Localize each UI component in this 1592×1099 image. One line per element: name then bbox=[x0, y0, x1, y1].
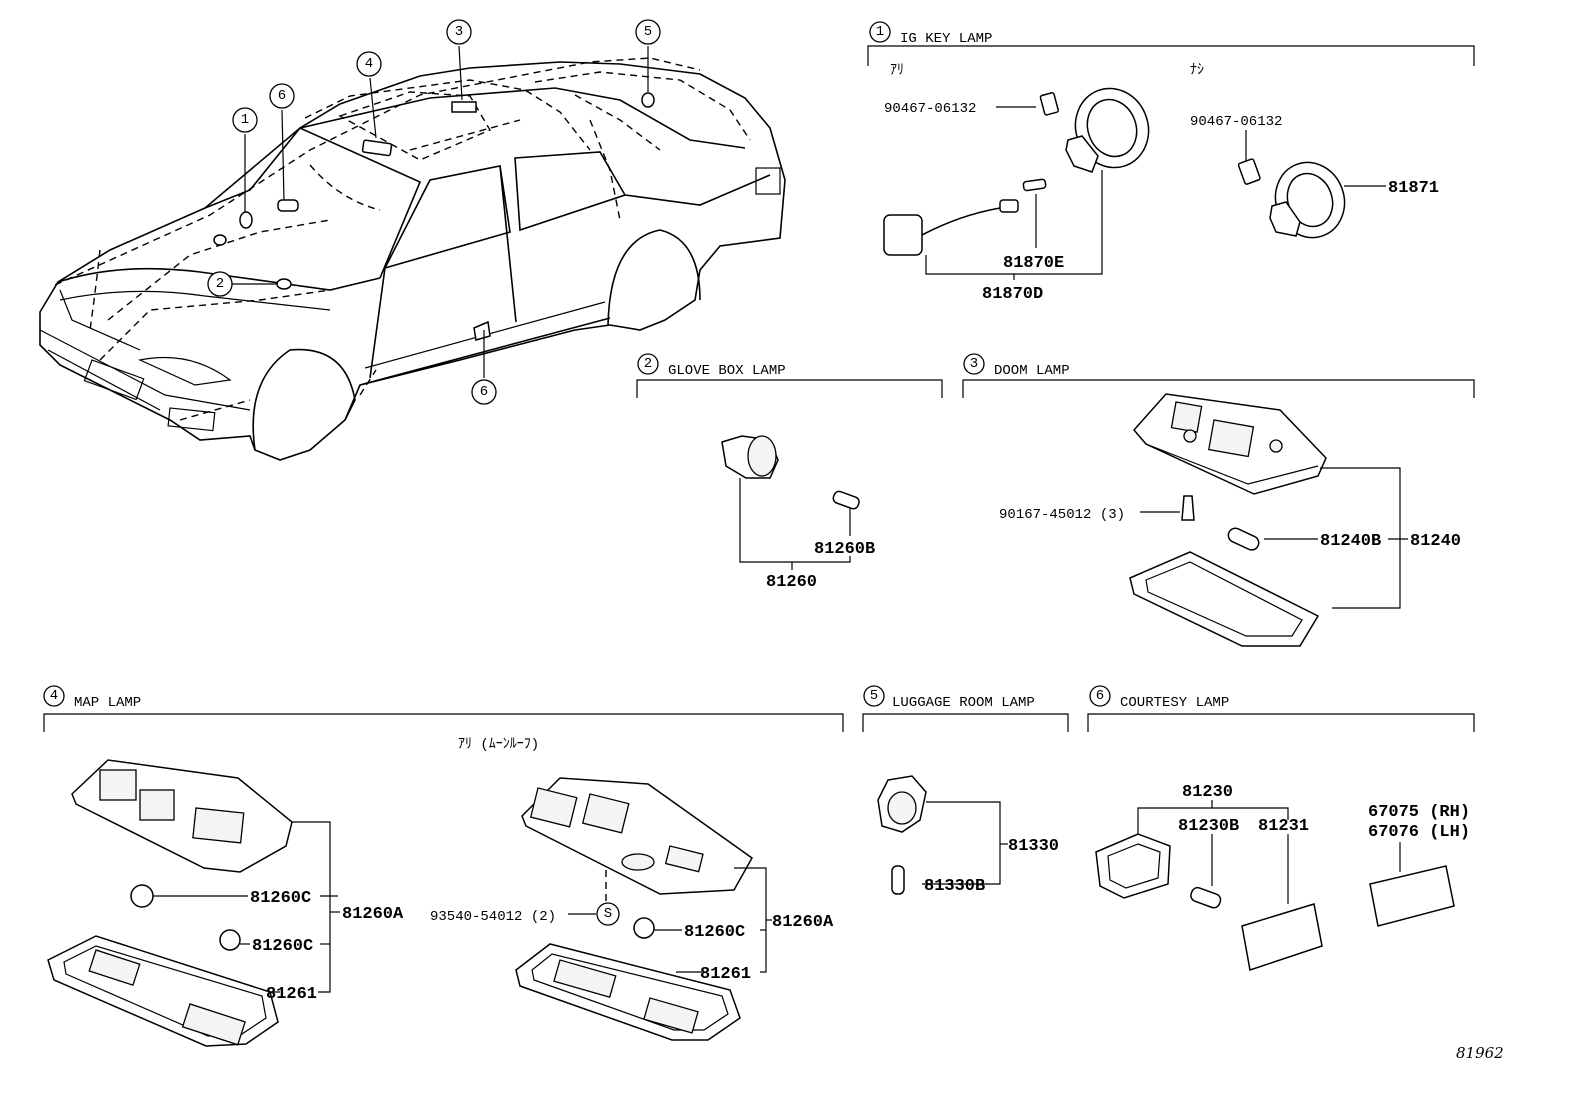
variant-with-label: ｱﾘ bbox=[890, 63, 904, 79]
car-callout-6b: 6 bbox=[471, 379, 497, 405]
section-title: MAP LAMP bbox=[74, 695, 141, 711]
car-callout-5: 5 bbox=[635, 19, 661, 45]
section-title: COURTESY LAMP bbox=[1120, 695, 1229, 711]
part-number: 81260C bbox=[250, 889, 311, 908]
svg-text:3: 3 bbox=[455, 24, 463, 40]
part-number: 81260C bbox=[684, 923, 745, 942]
part-number: 81871 bbox=[1388, 179, 1439, 198]
section-number: 2 bbox=[644, 356, 652, 372]
part-number: 81230B bbox=[1178, 817, 1239, 836]
section-number: 4 bbox=[50, 688, 58, 704]
car-callout-1: 1 bbox=[232, 107, 258, 133]
part-number: 81260B bbox=[814, 540, 875, 559]
part-number: 81261 bbox=[266, 985, 317, 1004]
section-number: 5 bbox=[870, 688, 878, 704]
section-number: 3 bbox=[970, 356, 978, 372]
section-luggage-room-lamp: 5 LUGGAGE ROOM LAMP 81330 81330B bbox=[862, 685, 1069, 896]
svg-text:4: 4 bbox=[365, 56, 373, 72]
part-number: 81261 bbox=[700, 965, 751, 984]
part-number: 81260C bbox=[252, 937, 313, 956]
part-number: 81231 bbox=[1258, 817, 1309, 836]
variant-without-label: ﾅｼ bbox=[1190, 63, 1204, 79]
section-ig-key-lamp: 1 IG KEY LAMP ｱﾘ ﾅｼ 90467-06132 81870E 8… bbox=[867, 21, 1475, 304]
part-number: 81260 bbox=[766, 573, 817, 592]
section-number: 1 bbox=[876, 24, 884, 40]
svg-text:6: 6 bbox=[480, 384, 488, 400]
car-callout-4: 4 bbox=[356, 51, 382, 77]
part-number: 93540-54012 (2) bbox=[430, 909, 556, 925]
car-illustration bbox=[39, 45, 786, 461]
part-number: 81240 bbox=[1410, 532, 1461, 551]
svg-text:6: 6 bbox=[278, 88, 286, 104]
section-title: IG KEY LAMP bbox=[900, 31, 992, 47]
svg-text:5: 5 bbox=[644, 24, 652, 40]
part-number: 90467-06132 bbox=[1190, 114, 1282, 130]
part-number: 81230 bbox=[1182, 783, 1233, 802]
screw-symbol: S bbox=[604, 906, 612, 922]
part-number: 81260A bbox=[772, 913, 834, 932]
car-callout-6a: 6 bbox=[269, 83, 295, 109]
section-title: GLOVE BOX LAMP bbox=[668, 363, 786, 379]
part-number: 81240B bbox=[1320, 532, 1381, 551]
part-number: 90467-06132 bbox=[884, 101, 976, 117]
variant-label: ｱﾘ (ﾑｰﾝﾙｰﾌ) bbox=[458, 737, 539, 753]
part-number: 81870D bbox=[982, 285, 1043, 304]
part-number: 81330 bbox=[1008, 837, 1059, 856]
section-title: DOOM LAMP bbox=[994, 363, 1070, 379]
svg-text:2: 2 bbox=[216, 276, 224, 292]
section-title: LUGGAGE ROOM LAMP bbox=[892, 695, 1035, 711]
part-number: 81870E bbox=[1003, 254, 1064, 273]
svg-text:1: 1 bbox=[241, 112, 249, 128]
part-number: 90167-45012 (3) bbox=[999, 507, 1125, 523]
part-number: 67076 (LH) bbox=[1368, 823, 1470, 842]
part-number: 67075 (RH) bbox=[1368, 803, 1470, 822]
car-callout-2: 2 bbox=[207, 271, 233, 297]
car-callout-3: 3 bbox=[446, 19, 472, 45]
section-map-lamp: 4 MAP LAMP 81260C 81260C 81260A 81261 ｱﾘ… bbox=[43, 685, 844, 1047]
section-courtesy-lamp: 6 COURTESY LAMP 81230 81230B 81231 67075… bbox=[1087, 685, 1475, 971]
section-glove-box-lamp: 2 GLOVE BOX LAMP 81260B 81260 bbox=[636, 353, 943, 592]
part-number: 81260A bbox=[342, 905, 404, 924]
section-number: 6 bbox=[1096, 688, 1104, 704]
part-number: 81330B bbox=[924, 877, 985, 896]
page-code: 81962 bbox=[1456, 1044, 1504, 1062]
section-dome-lamp: 3 DOOM LAMP 90167-45012 (3) 81240B 81240 bbox=[962, 353, 1475, 647]
